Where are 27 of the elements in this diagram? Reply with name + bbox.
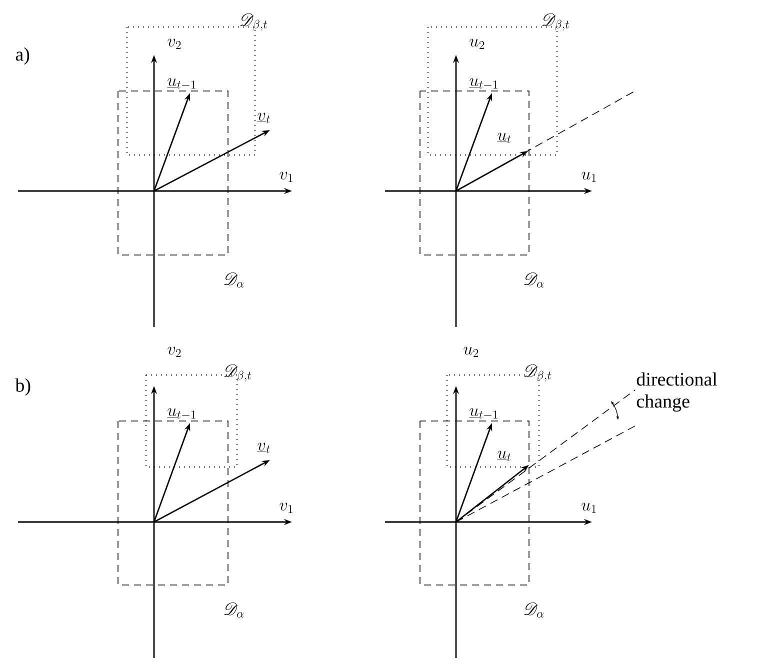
axis-label: $v_1$ bbox=[280, 502, 292, 513]
vector-label: $\underline{u}_{t-1}$ bbox=[167, 78, 196, 89]
annotation-text: directional change bbox=[636, 372, 718, 412]
axis-label: $u_2$ bbox=[470, 38, 484, 49]
vector-label: $\underline{v}_t$ bbox=[257, 442, 270, 454]
axis-label: $u_1$ bbox=[582, 502, 596, 513]
region-label: $\mathscr{D}_\alpha$ bbox=[524, 272, 544, 288]
region-label: $\mathscr{D}_{\beta,t}$ bbox=[524, 364, 551, 382]
region-label: $\mathscr{D}_{\beta,t}$ bbox=[224, 364, 251, 382]
axis-label: $v_2$ bbox=[168, 346, 181, 357]
vector-label: $\underline{v}_t$ bbox=[257, 112, 270, 124]
region-label: $\mathscr{D}_{\beta,t}$ bbox=[240, 13, 267, 30]
vector-label: $\underline{u}_{t-1}$ bbox=[469, 408, 498, 419]
vector-label: $\underline{u}_t$ bbox=[497, 132, 511, 144]
vector-label: $\underline{u}_t$ bbox=[497, 450, 511, 462]
vector-label: $\underline{u}_{t-1}$ bbox=[167, 408, 196, 419]
region-label: $\mathscr{D}_\alpha$ bbox=[224, 272, 244, 288]
panel-label: b) bbox=[15, 378, 30, 396]
region-label: $\mathscr{D}_\alpha$ bbox=[224, 602, 244, 618]
region-label: $\mathscr{D}_{\beta,t}$ bbox=[542, 13, 569, 30]
axis-label: $v_1$ bbox=[280, 172, 292, 182]
axis-label: $u_2$ bbox=[464, 346, 478, 357]
panel-label: a) bbox=[16, 47, 30, 65]
region-label: $\mathscr{D}_\alpha$ bbox=[524, 602, 544, 618]
vector-label: $\underline{u}_{t-1}$ bbox=[469, 78, 498, 89]
axis-label: $v_2$ bbox=[168, 38, 181, 49]
axis-label: $u_1$ bbox=[582, 172, 596, 182]
